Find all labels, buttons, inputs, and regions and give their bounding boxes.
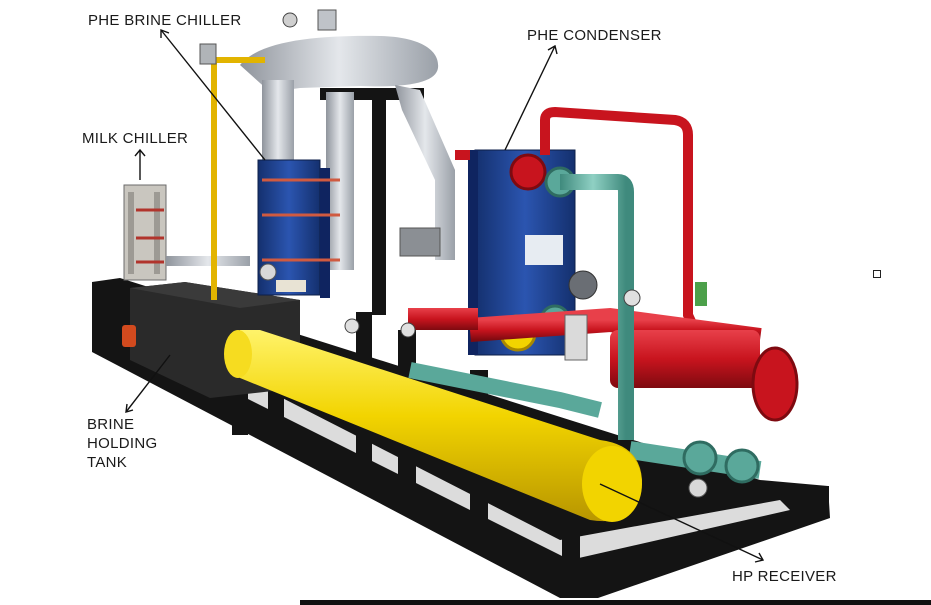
insulated-pipes [240,35,455,270]
phe-condenser-label: PHE CONDENSER [527,27,662,44]
brine-holding-tank-line-3: TANK [87,454,128,471]
brine-holding-tank-line-2: HOLDING [87,435,158,452]
bottom-border-strip [300,600,931,605]
brine-holding-tank-label: BRINE HOLDING TANK [87,415,157,472]
brine-holding-tank-line-1: BRINE [87,416,135,433]
marker-square [873,270,881,278]
phe-brine-chiller-unit [199,9,340,298]
relief-valve [695,282,707,306]
milk-chiller-label: MILK CHILLER [82,130,189,147]
red-pipework [408,106,799,422]
hp-receiver-label: HP RECEIVER [732,568,837,585]
phe-brine-chiller-label: PHE BRINE CHILLER [88,12,242,29]
teal-pipework [408,174,762,498]
annotation-arrows [125,28,765,563]
hp-receiver-vessel [224,289,642,522]
milk-chiller-unit [123,184,250,281]
